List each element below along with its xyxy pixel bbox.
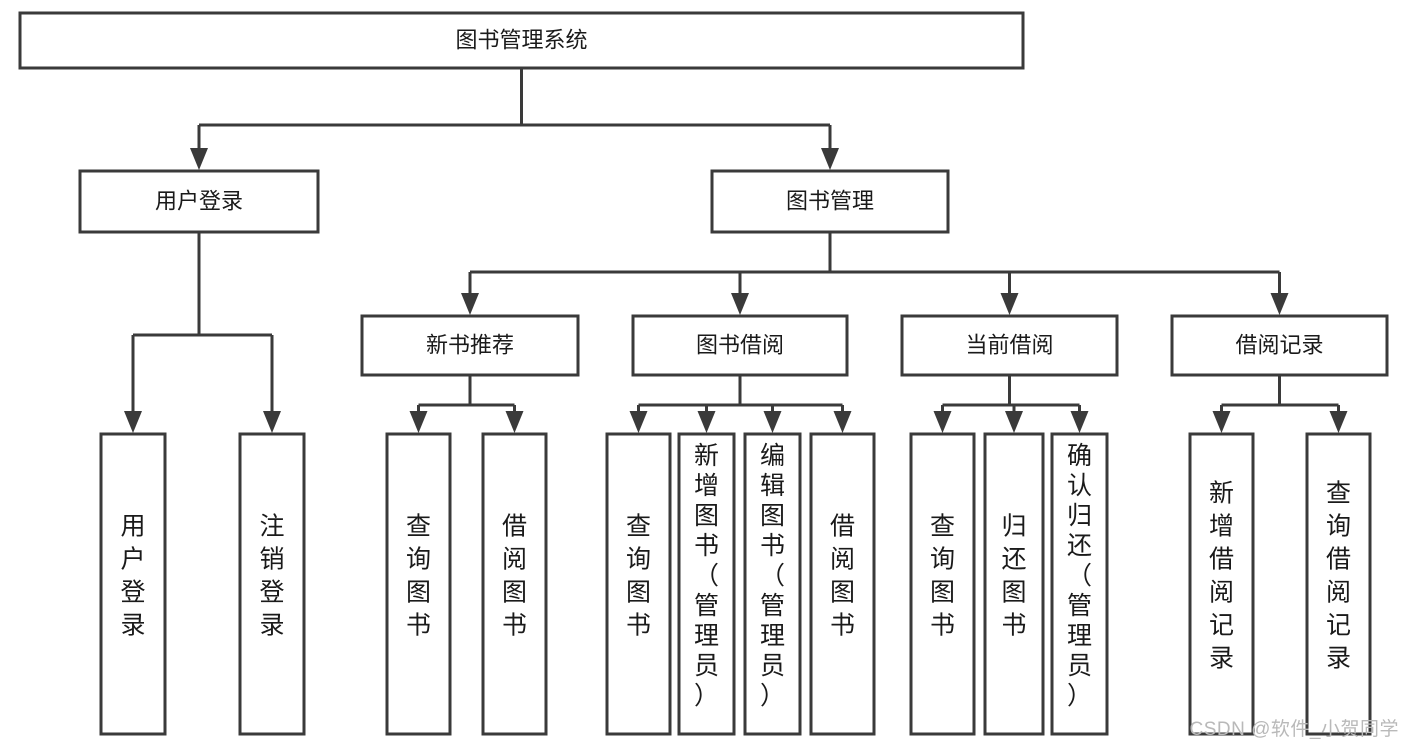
arrow-head-icon (263, 411, 281, 433)
node-box (1188, 432, 1255, 736)
arrow-head-icon (190, 148, 208, 170)
arrow-head-icon (124, 411, 142, 433)
node-leaf-query-book-borrow[interactable]: 查询图书 (605, 432, 672, 736)
arrow-head-icon (833, 411, 852, 433)
node-label: 编辑图书（管理员） (760, 442, 785, 710)
arrow-head-icon (409, 411, 428, 433)
node-label: 图书借阅 (696, 332, 784, 357)
node-label: 查询图书 (626, 513, 651, 640)
node-book-borrow[interactable]: 图书借阅 (631, 314, 849, 377)
node-leaf-borrow-book-rec[interactable]: 借阅图书 (481, 432, 548, 736)
node-box (605, 432, 672, 736)
arrow-head-icon (933, 411, 952, 433)
arrow-head-icon (461, 293, 479, 315)
node-label: 图书管理系统 (455, 27, 587, 52)
node-label: 注销登录 (259, 513, 284, 640)
node-box (99, 432, 167, 736)
node-label: 借阅图书 (830, 513, 855, 640)
arrow-head-icon (821, 148, 839, 170)
node-box (710, 169, 950, 234)
arrow-head-icon (1329, 411, 1348, 433)
node-label: 新增图书（管理员） (694, 442, 719, 710)
node-layer: 图书管理系统用户登录图书管理新书推荐图书借阅当前借阅借阅记录用户登录注销登录查询… (18, 11, 1389, 736)
node-label: 用户登录 (120, 513, 145, 640)
node-box (78, 169, 320, 234)
node-label: 当前借阅 (965, 332, 1053, 357)
arrow-head-icon (505, 411, 524, 433)
node-new-book-recommend[interactable]: 新书推荐 (360, 314, 580, 377)
node-box (900, 314, 1119, 377)
arrow-head-icon (1212, 411, 1231, 433)
arrow-head-icon (731, 293, 749, 315)
node-root-root[interactable]: 图书管理系统 (18, 11, 1025, 70)
arrow-head-icon (697, 411, 716, 433)
node-label: 确认归还（管理员） (1067, 442, 1092, 710)
node-leaf-query-book-current[interactable]: 查询图书 (909, 432, 976, 736)
node-box (743, 432, 802, 736)
connector-group (190, 68, 839, 170)
node-box (1170, 314, 1389, 377)
connector-group (629, 375, 852, 433)
node-leaf-borrow-book[interactable]: 借阅图书 (809, 432, 876, 736)
node-leaf-user-login[interactable]: 用户登录 (99, 432, 167, 736)
node-leaf-return-book[interactable]: 归还图书 (983, 432, 1045, 736)
arrow-head-icon (629, 411, 648, 433)
arrow-head-icon (1270, 293, 1289, 315)
connector-group (1212, 375, 1348, 433)
node-label: 用户登录 (155, 188, 243, 213)
node-label: 查询借阅记录 (1326, 480, 1351, 673)
node-box (1050, 432, 1109, 736)
node-label: 借阅记录 (1235, 332, 1323, 357)
node-leaf-query-book-rec[interactable]: 查询图书 (385, 432, 452, 736)
node-box (809, 432, 876, 736)
node-borrow-record[interactable]: 借阅记录 (1170, 314, 1389, 377)
node-label: 查询图书 (930, 513, 955, 640)
node-box (983, 432, 1045, 736)
arrow-head-icon (1070, 411, 1089, 433)
node-box (909, 432, 976, 736)
node-leaf-edit-book[interactable]: 编辑图书（管理员） (743, 432, 802, 736)
node-label: 新增借阅记录 (1209, 480, 1234, 673)
node-box (481, 432, 548, 736)
connector-group (409, 375, 524, 433)
node-label: 归还图书 (1001, 513, 1026, 640)
node-leaf-add-book[interactable]: 新增图书（管理员） (677, 432, 736, 736)
node-box (1305, 432, 1372, 736)
arrow-head-icon (1000, 293, 1019, 315)
node-user-login[interactable]: 用户登录 (78, 169, 320, 234)
node-leaf-query-record[interactable]: 查询借阅记录 (1305, 432, 1372, 736)
node-box (238, 432, 306, 736)
node-box (360, 314, 580, 377)
node-box (385, 432, 452, 736)
node-leaf-confirm-return[interactable]: 确认归还（管理员） (1050, 432, 1109, 736)
node-box (631, 314, 849, 377)
node-leaf-add-record[interactable]: 新增借阅记录 (1188, 432, 1255, 736)
node-label: 借阅图书 (502, 513, 527, 640)
arrow-head-icon (1005, 411, 1023, 433)
node-book-management[interactable]: 图书管理 (710, 169, 950, 234)
node-label: 图书管理 (786, 188, 874, 213)
node-current-borrow[interactable]: 当前借阅 (900, 314, 1119, 377)
connector-layer (124, 68, 1348, 433)
connector-group (933, 375, 1089, 433)
node-box (18, 11, 1025, 70)
connector-group (461, 232, 1289, 315)
node-leaf-logout[interactable]: 注销登录 (238, 432, 306, 736)
node-label: 新书推荐 (426, 332, 514, 357)
arrow-head-icon (763, 411, 782, 433)
connector-group (124, 232, 281, 433)
node-label: 查询图书 (406, 513, 431, 640)
node-box (677, 432, 736, 736)
